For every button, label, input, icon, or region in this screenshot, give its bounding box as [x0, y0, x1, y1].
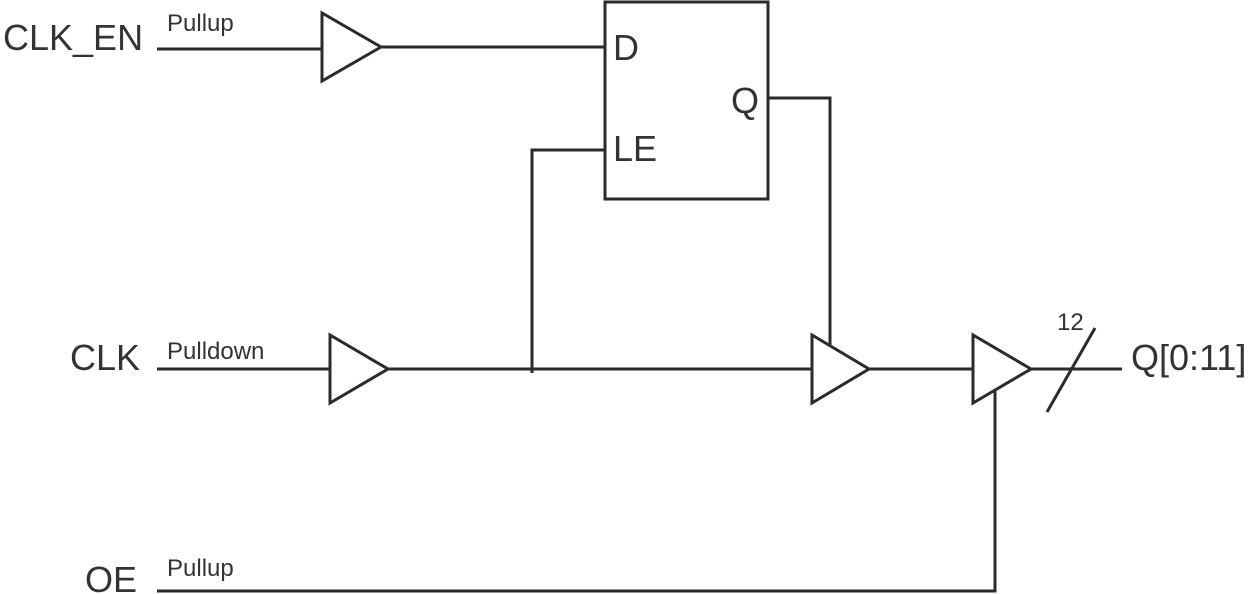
latch-le-pin-label: LE — [613, 128, 657, 169]
clk-to-le-wire — [530, 148, 605, 373]
clk-pulldown-label: Pulldown — [167, 338, 264, 365]
clk-label: CLK — [70, 337, 140, 378]
bus-width-slash — [1045, 327, 1097, 413]
q-to-gate-wire — [768, 96, 832, 347]
latch-q-pin-label: Q — [731, 80, 759, 121]
oe-label: OE — [85, 559, 137, 594]
clk-en-pullup-label: Pullup — [167, 10, 234, 37]
bus-width-label: 12 — [1057, 309, 1084, 336]
clk-buffer — [328, 332, 391, 406]
clk-en-buffer — [320, 10, 385, 84]
output-label: Q[0:11] — [1131, 337, 1246, 378]
latch-d-pin-label: D — [613, 27, 639, 68]
oe-pullup-label: Pullup — [167, 555, 234, 582]
latch-block — [603, 0, 770, 201]
oe-to-output-buffer-wire — [157, 391, 997, 593]
output-buffer — [971, 332, 1034, 406]
clk-gate-buffer — [810, 332, 872, 406]
clk-en-label: CLK_EN — [3, 17, 143, 58]
